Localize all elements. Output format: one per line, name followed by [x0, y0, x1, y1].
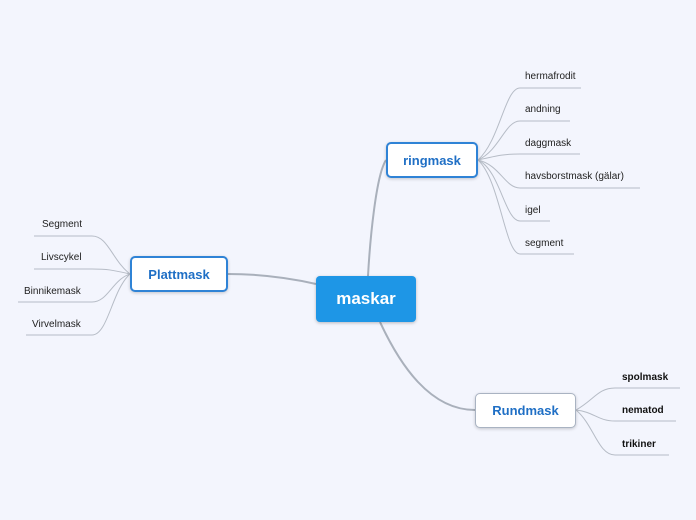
leaf-node-daggmask[interactable]: daggmask [525, 138, 572, 149]
leaf-node-binnikemask[interactable]: Binnikemask [24, 286, 81, 297]
leaf-node-segment-platt[interactable]: Segment [42, 219, 83, 230]
central-node-maskar[interactable]: maskar [316, 276, 416, 322]
branch-node-ringmask[interactable]: ringmask [386, 142, 478, 178]
branch-node-label: Plattmask [148, 266, 210, 282]
leaf-node-virvelmask[interactable]: Virvelmask [32, 319, 81, 330]
leaf-node-spolmask[interactable]: spolmask [622, 372, 669, 383]
rundmask-child-connectors [575, 387, 680, 456]
leaf-node-andning[interactable]: andning [525, 104, 561, 115]
branch-node-rundmask[interactable]: Rundmask [475, 393, 576, 428]
branch-node-label: ringmask [403, 152, 461, 168]
branch-node-plattmask[interactable]: Plattmask [130, 256, 228, 292]
connector-central-plattmask [227, 273, 317, 285]
central-node-label: maskar [336, 289, 396, 308]
leaf-node-livscykel[interactable]: Livscykel [41, 252, 82, 263]
leaf-node-nematod[interactable]: nematod [622, 405, 664, 416]
leaf-node-trikiner[interactable]: trikiner [622, 439, 656, 450]
leaf-node-segment[interactable]: segment [525, 238, 564, 249]
connector-central-rundmask [379, 321, 476, 411]
branch-node-label: Rundmask [492, 403, 559, 418]
leaf-node-hermafrodit[interactable]: hermafrodit [525, 71, 576, 82]
leaf-node-igel[interactable]: igel [525, 205, 541, 216]
ringmask-child-connectors [477, 87, 640, 255]
leaf-node-havsborstmask[interactable]: havsborstmask (gälar) [525, 171, 624, 182]
connector-central-ringmask [367, 159, 387, 277]
plattmask-child-connectors [18, 235, 131, 336]
